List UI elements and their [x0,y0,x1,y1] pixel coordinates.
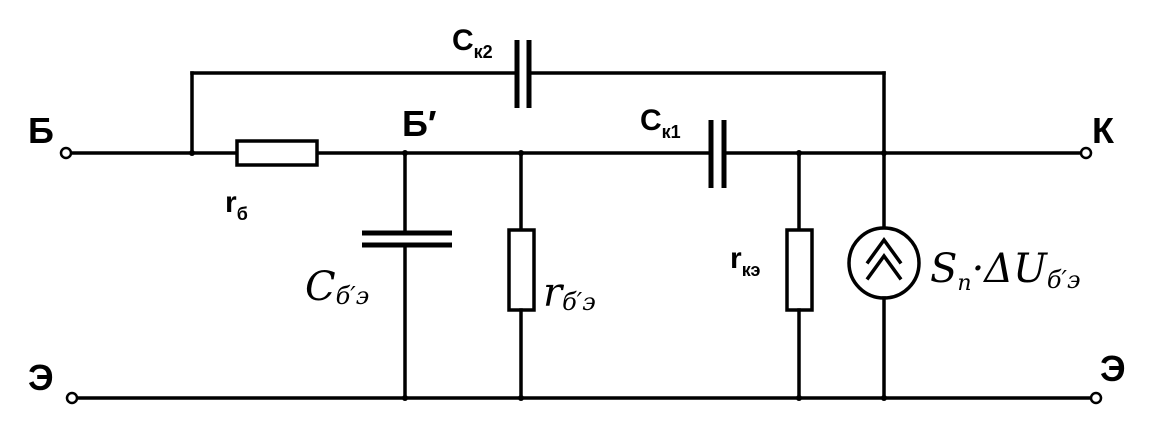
label-rb: rб [225,186,248,224]
terminal-collector [1079,146,1093,160]
label-ck2: Cк2 [452,24,493,62]
resistor-rke [785,151,814,400]
label-source: Sп·ΔUб′э [930,246,1080,296]
resistor-rbe [507,151,536,400]
label-base-internal: Б′ [402,103,437,144]
label-rbe: rб′э [543,270,596,316]
terminal-emitter-left [65,391,79,405]
label-rke: rкэ [730,242,760,280]
capacitor-cbe [362,151,452,400]
terminal-base [59,146,73,160]
capacitor-ck2 [514,40,532,108]
label-emitter-right: Э [1100,348,1126,389]
label-ck1: Cк1 [640,104,681,142]
label-emitter-left: Э [28,357,54,398]
label-base: Б [28,110,54,151]
junction-dots [189,150,887,401]
current-source [847,226,921,400]
resistor-rb [235,139,319,167]
label-collector: К [1092,110,1115,151]
terminal-emitter-right [1089,391,1103,405]
label-cbe: Cб′э [305,264,369,310]
capacitor-ck1 [708,120,727,188]
